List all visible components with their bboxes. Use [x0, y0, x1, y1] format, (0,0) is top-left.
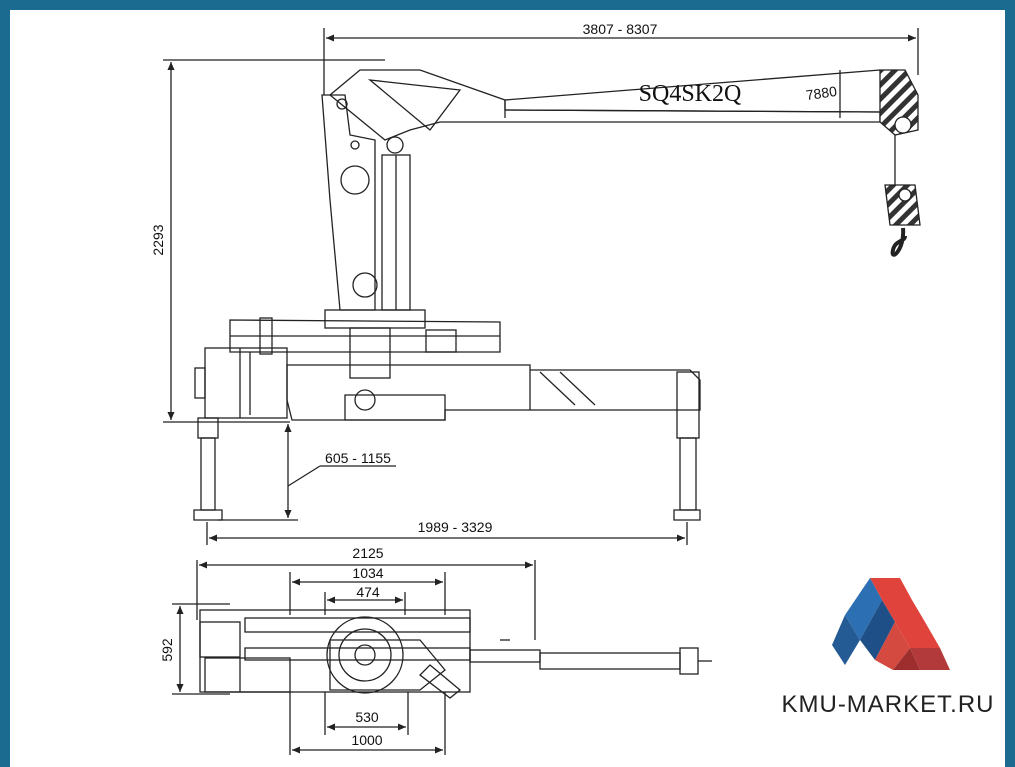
width-1000-label: 1000 [351, 732, 382, 748]
logo-mark-icon [832, 578, 950, 670]
width-530-label: 530 [355, 709, 379, 725]
kmu-market-logo: KMU-MARKET.RU [781, 578, 994, 718]
depth-label: 592 [159, 638, 175, 662]
width-474-label: 474 [356, 584, 380, 600]
side-view [163, 28, 921, 545]
top-view [172, 560, 712, 755]
outrigger-span-dimension [206, 522, 688, 545]
boom-note-label: 7880 [805, 83, 838, 103]
logo-text: KMU-MARKET.RU [781, 691, 994, 718]
hook [884, 135, 921, 257]
top-body [199, 609, 712, 699]
column [321, 94, 411, 311]
outrigger-drop-label: 605 - 1155 [325, 450, 391, 466]
overall-width-label: 2125 [352, 545, 383, 561]
depth-dimension [172, 603, 230, 695]
width-474-dimension [324, 592, 406, 615]
model-label: SQ4SK2Q [639, 81, 742, 107]
left-outrigger-leg [193, 417, 223, 521]
outrigger-span-label: 1989 - 3329 [418, 519, 493, 535]
control-block [194, 347, 288, 419]
height-dimension [163, 59, 385, 423]
turret [229, 309, 501, 379]
outrigger-drop-dimension [218, 424, 396, 521]
width-1000-dimension [289, 692, 446, 755]
reach-dimension [323, 28, 919, 95]
chassis-frame [286, 364, 701, 421]
boom [328, 69, 919, 154]
width-1034-label: 1034 [352, 565, 383, 581]
overall-width-dimension [196, 560, 536, 640]
right-outrigger-leg [673, 371, 701, 521]
reach-label: 3807 - 8307 [583, 21, 658, 37]
width-1034-dimension [289, 572, 446, 615]
width-530-dimension [324, 692, 409, 735]
height-label: 2293 [150, 224, 166, 255]
